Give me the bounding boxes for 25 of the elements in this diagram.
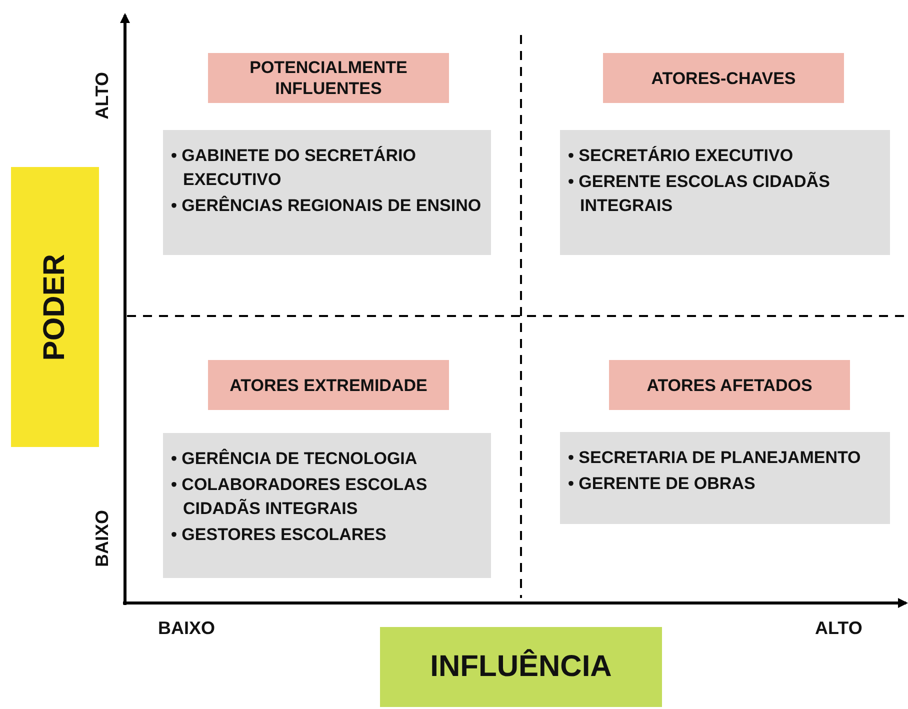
quadrant-title: ATORES AFETADOS [609, 360, 850, 410]
stakeholder-card [560, 130, 890, 255]
list-item: • SECRETÁRIO EXECUTIVO [568, 145, 794, 167]
list-item: • SECRETARIA DE PLANEJAMENTO [568, 447, 862, 469]
axis-title-box [380, 627, 662, 707]
list-item: • GERÊNCIAS REGIONAIS DE ENSINO [171, 194, 482, 217]
list-item: • GERÊNCIA DE TECNOLOGIA [171, 448, 418, 470]
axis-title: PODER [38, 254, 72, 360]
axis-tick-label: ALTO [815, 618, 862, 639]
axis-tick-label: ALTO [92, 72, 113, 120]
axis-title-box [11, 167, 99, 447]
axis-tick-label: BAIXO [92, 510, 113, 568]
axis-tick-label: BAIXO [158, 618, 216, 639]
quadrant-title: ATORES-CHAVES [603, 53, 844, 103]
stakeholder-card [560, 432, 890, 524]
list-item: • GABINETE DO SECRETÁRIO EXECUTIVO [171, 145, 417, 191]
list-item: • COLABORADORES ESCOLAS CIDADÃS INTEGRAIS [171, 474, 428, 520]
axis-title: INFLUÊNCIA [430, 650, 612, 684]
stakeholder-card [163, 433, 491, 578]
list-item: • GESTORES ESCOLARES [171, 524, 388, 546]
stakeholder-card [163, 130, 491, 255]
list-item: • GERENTE ESCOLAS CIDADÃS INTEGRAIS [568, 170, 831, 217]
quadrant-title: POTENCIALMENTE INFLUENTES [208, 53, 449, 103]
quadrant-title: ATORES EXTREMIDADE [208, 360, 449, 410]
list-item: • GERENTE DE OBRAS [568, 473, 756, 495]
